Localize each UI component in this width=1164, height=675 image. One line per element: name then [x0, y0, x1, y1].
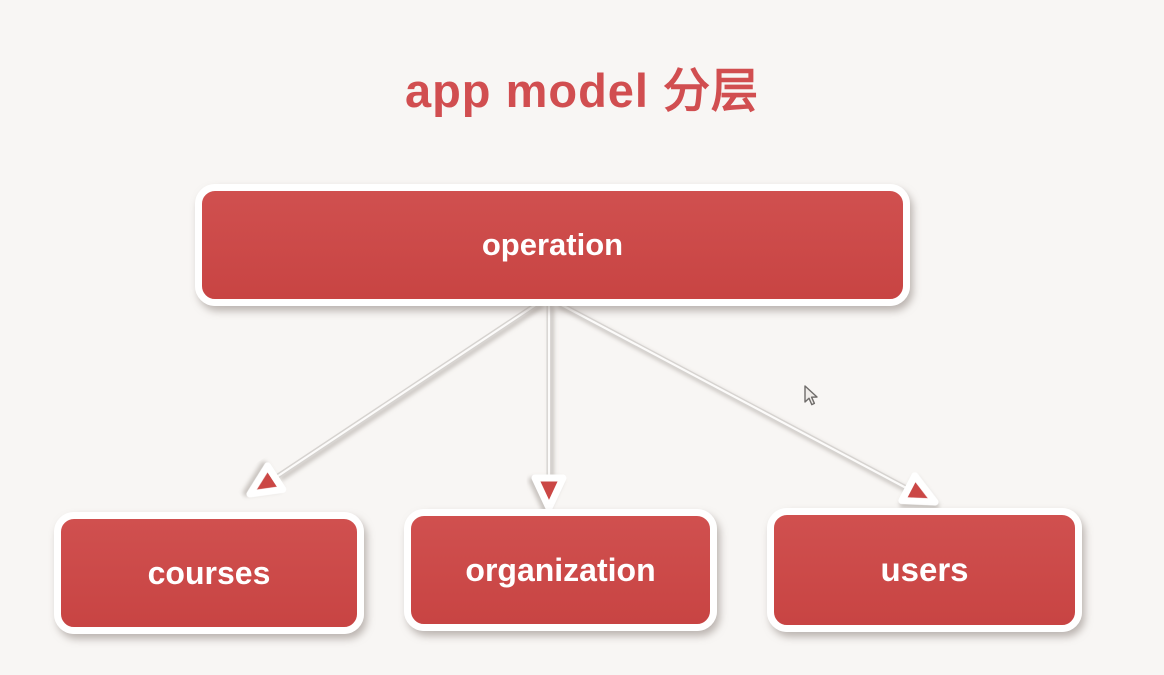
node-organization-label: organization	[465, 551, 656, 588]
node-courses-label: courses	[147, 554, 271, 591]
node-operation: operation	[195, 184, 910, 306]
connector-lines	[276, 299, 912, 493]
arrowheads	[246, 462, 939, 512]
arrowhead-organization-icon	[531, 474, 567, 512]
node-courses: courses	[54, 512, 364, 634]
connector-operation-courses	[276, 299, 542, 479]
arrowhead-users-icon	[898, 472, 939, 506]
mouse-pointer-icon	[804, 385, 818, 406]
node-organization: organization	[404, 509, 717, 631]
arrowhead-courses-icon	[246, 462, 287, 498]
node-operation-label: operation	[481, 227, 624, 262]
connector-operation-users	[554, 299, 912, 493]
node-users-label: users	[880, 551, 969, 588]
node-users: users	[767, 508, 1082, 632]
page-title: app model 分层	[404, 64, 760, 117]
